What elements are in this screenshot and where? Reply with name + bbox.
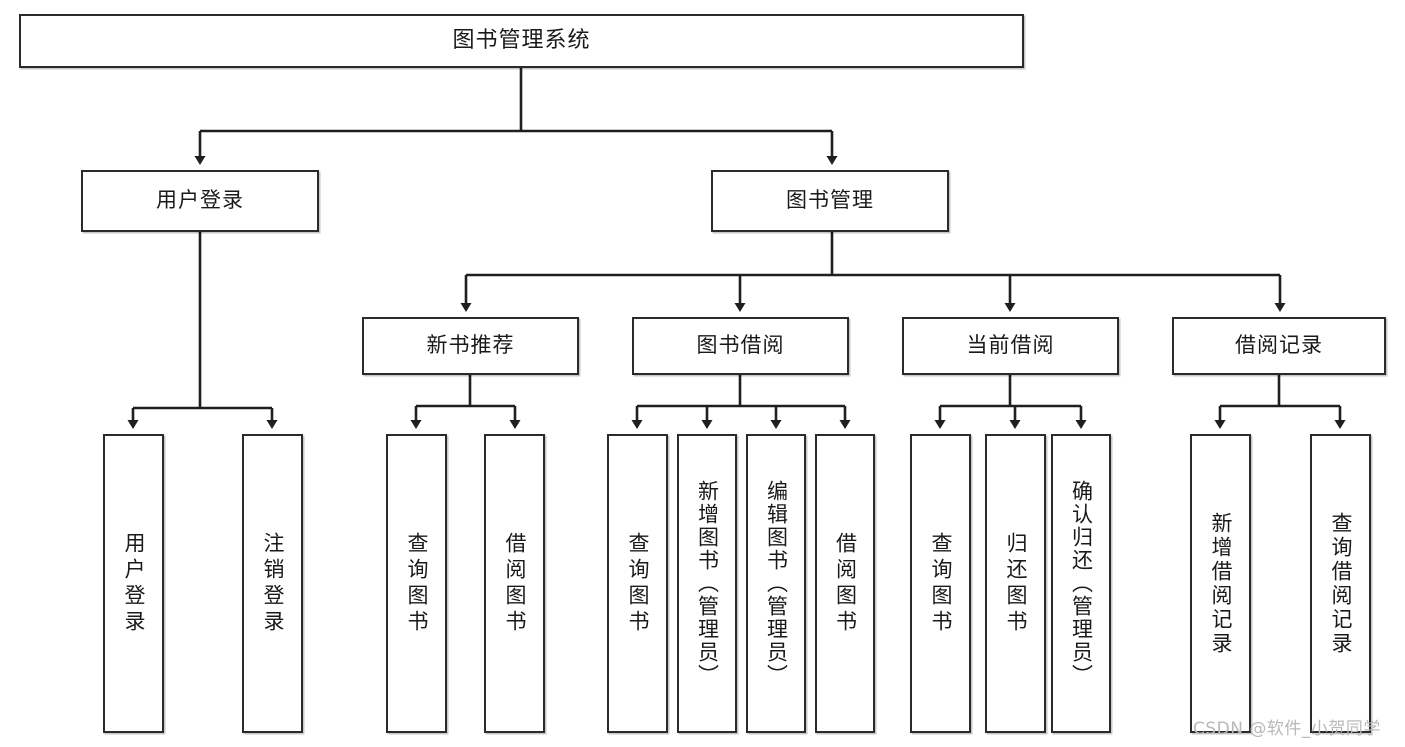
leaf-user-login-label: 用户登录 (122, 531, 146, 636)
leaf-add-borrow-record[interactable]: 新增借阅记录 (1190, 434, 1251, 733)
leaf-add-book-label: 新增图书（管理员） (695, 480, 720, 687)
node-user-login-label: 用户登录 (156, 188, 244, 213)
edges-book-borrow (631, 375, 851, 429)
leaf-query-book-recommend-label: 查询图书 (405, 531, 429, 636)
node-book-manage[interactable]: 图书管理 (711, 170, 949, 232)
leaf-edit-book-label: 编辑图书（管理员） (764, 480, 789, 687)
leaf-query-book-borrow[interactable]: 查询图书 (607, 434, 668, 733)
node-user-login[interactable]: 用户登录 (81, 170, 319, 232)
leaf-confirm-return[interactable]: 确认归还（管理员） (1051, 434, 1111, 733)
node-current-borrow[interactable]: 当前借阅 (902, 317, 1119, 375)
node-root[interactable]: 图书管理系统 (19, 14, 1024, 68)
node-new-book-recommend[interactable]: 新书推荐 (362, 317, 579, 375)
node-book-borrow[interactable]: 图书借阅 (632, 317, 849, 375)
leaf-add-book[interactable]: 新增图书（管理员） (677, 434, 737, 733)
leaf-borrow-book-borrow[interactable]: 借阅图书 (815, 434, 875, 733)
leaf-query-borrow-record-label: 查询借阅记录 (1329, 511, 1353, 656)
leaf-query-book-current[interactable]: 查询图书 (910, 434, 971, 733)
leaf-logout-label: 注销登录 (261, 531, 285, 636)
leaf-confirm-return-label: 确认归还（管理员） (1069, 480, 1094, 687)
leaf-logout[interactable]: 注销登录 (242, 434, 303, 733)
leaf-query-book-current-label: 查询图书 (929, 531, 953, 636)
edges-borrow-record (1214, 375, 1346, 429)
edges-user-login (127, 232, 278, 429)
edges-current-borrow (934, 375, 1087, 429)
leaf-return-book[interactable]: 归还图书 (985, 434, 1046, 733)
edges-new-book-rec (410, 375, 521, 429)
leaf-return-book-label: 归还图书 (1004, 531, 1028, 636)
leaf-query-borrow-record[interactable]: 查询借阅记录 (1310, 434, 1371, 733)
node-book-manage-label: 图书管理 (786, 188, 874, 213)
leaf-borrow-book-borrow-label: 借阅图书 (833, 531, 858, 636)
leaf-user-login[interactable]: 用户登录 (103, 434, 164, 733)
leaf-borrow-book-recommend[interactable]: 借阅图书 (484, 434, 545, 733)
node-borrow-record-label: 借阅记录 (1235, 333, 1323, 358)
leaf-query-book-borrow-label: 查询图书 (626, 531, 650, 636)
leaf-add-borrow-record-label: 新增借阅记录 (1209, 511, 1233, 656)
leaf-query-book-recommend[interactable]: 查询图书 (386, 434, 447, 733)
edges-root (194, 68, 838, 165)
node-current-borrow-label: 当前借阅 (966, 333, 1055, 358)
edges-book-manage (460, 232, 1286, 312)
node-book-borrow-label: 图书借阅 (696, 333, 785, 358)
node-borrow-record[interactable]: 借阅记录 (1172, 317, 1386, 375)
leaf-edit-book[interactable]: 编辑图书（管理员） (746, 434, 806, 733)
node-root-label: 图书管理系统 (452, 27, 591, 53)
node-new-book-recommend-label: 新书推荐 (426, 333, 515, 358)
leaf-borrow-book-recommend-label: 借阅图书 (503, 531, 527, 636)
